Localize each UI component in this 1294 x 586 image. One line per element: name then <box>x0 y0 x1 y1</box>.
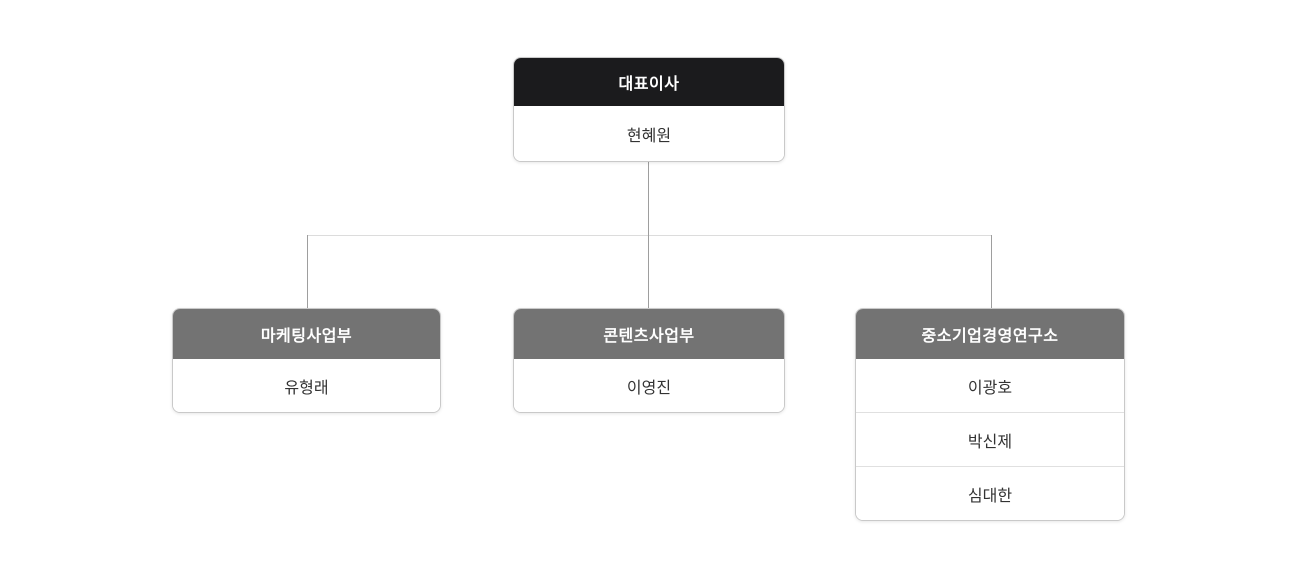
org-node-contents-member: 이영진 <box>514 359 784 412</box>
org-node-contents: 콘텐츠사업부 이영진 <box>513 308 785 413</box>
org-node-contents-title: 콘텐츠사업부 <box>514 309 784 359</box>
org-node-ceo: 대표이사 현혜원 <box>513 57 785 162</box>
org-node-marketing-member: 유형래 <box>173 359 440 412</box>
org-node-ceo-member: 현혜원 <box>514 106 784 161</box>
connector-horizontal <box>307 235 992 236</box>
org-node-ceo-title: 대표이사 <box>514 58 784 106</box>
connector-drop-middle <box>648 235 649 308</box>
connector-drop-right <box>991 235 992 308</box>
org-node-research-institute: 중소기업경영연구소 이광호 박신제 심대한 <box>855 308 1125 521</box>
org-node-research-member-2: 박신제 <box>856 412 1124 466</box>
org-node-research-member-3: 심대한 <box>856 466 1124 520</box>
org-node-research-member-1: 이광호 <box>856 359 1124 412</box>
org-node-marketing: 마케팅사업부 유형래 <box>172 308 441 413</box>
org-node-marketing-title: 마케팅사업부 <box>173 309 440 359</box>
connector-drop-left <box>307 235 308 308</box>
connector-root-stem <box>648 162 649 235</box>
org-node-research-title: 중소기업경영연구소 <box>856 309 1124 359</box>
